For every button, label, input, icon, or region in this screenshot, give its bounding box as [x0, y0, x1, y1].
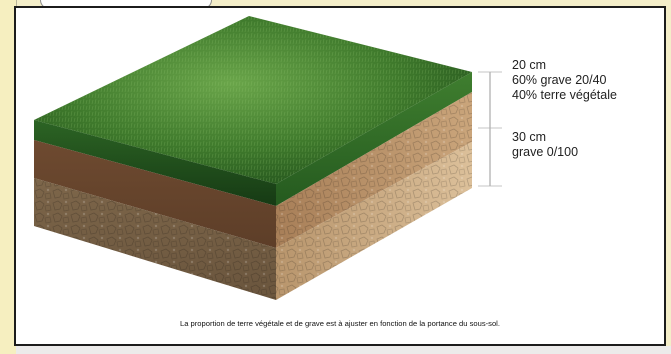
- grass-front-edge: [34, 120, 276, 206]
- soil-layers-diagram: [34, 16, 502, 300]
- layer2-depth: 30 cm: [512, 130, 547, 144]
- layer1-depth: 20 cm: [512, 58, 547, 72]
- grass-side-edge: [276, 72, 472, 206]
- layer2-composition-line1: grave 0/100: [512, 145, 579, 159]
- mix-layer-front: [34, 140, 276, 248]
- layer1-composition-line1: 60% grave 20/40: [512, 73, 607, 87]
- layer1-annotation: 20 cm 60% grave 20/40 40% terre végétale: [512, 58, 617, 103]
- layer2-annotation: 30 cm grave 0/100: [512, 130, 578, 160]
- bottom-strip: [16, 346, 671, 354]
- diagram-caption: La proportion de terre végétale et de gr…: [180, 319, 500, 328]
- diagram-panel: 20 cm 60% grave 20/40 40% terre végétale…: [14, 6, 666, 346]
- layer1-composition-line2: 40% terre végétale: [512, 88, 617, 102]
